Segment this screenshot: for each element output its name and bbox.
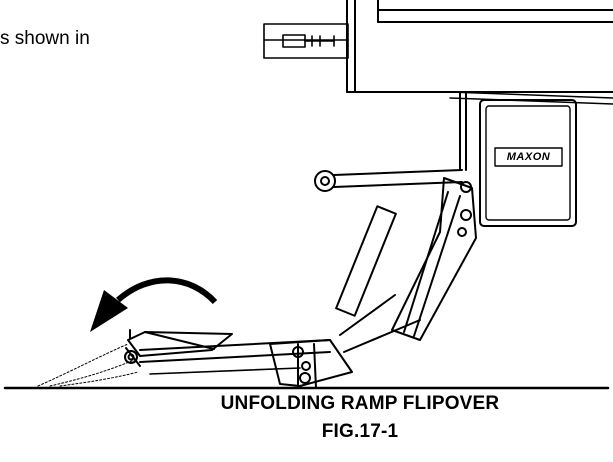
caption-figure: FIG.17-1 [321, 421, 399, 442]
curved-arrow-icon [90, 277, 218, 332]
lift-arm [292, 177, 477, 371]
caption-title: UNFOLDING RAMP FLIPOVER [220, 393, 500, 414]
vertical-support [459, 91, 467, 171]
ramp [124, 329, 233, 367]
control-box [479, 99, 577, 227]
truck-bed [346, 0, 613, 105]
intro-text: s shown in [0, 28, 90, 49]
motion-trail [37, 343, 139, 387]
brand-label: MAXON [506, 151, 551, 163]
platform-frame [139, 339, 353, 389]
roller-arm [314, 169, 463, 192]
latch-bracket [263, 23, 349, 59]
